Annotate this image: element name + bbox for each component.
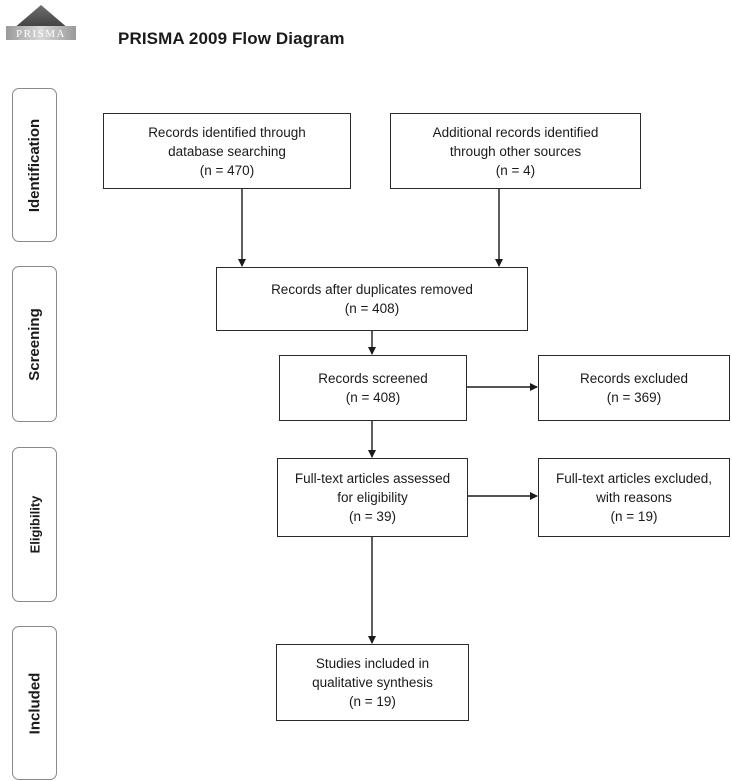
box-line: Studies included in (315, 656, 430, 671)
box-records-excluded: Records excluded (n = 369) (538, 355, 730, 421)
box-additional-records: Additional records identified through ot… (390, 113, 641, 189)
box-line: for eligibility (337, 490, 408, 505)
box-line: Additional records identified (432, 124, 599, 140)
box-line: qualitative synthesis (312, 675, 433, 690)
box-after-duplicates: Records after duplicates removed (n = 40… (216, 267, 528, 331)
box-line: (n = 369) (606, 390, 662, 405)
prisma-logo: PRISMA (6, 4, 76, 40)
box-line: (n = 19) (349, 694, 396, 709)
box-records-identified: Records identified through database sear… (103, 113, 351, 189)
box-line: Full-text articles assessed (294, 471, 451, 486)
box-line: Records screened (318, 371, 428, 386)
stage-identification: Identification (12, 88, 57, 242)
box-studies-included: Studies included in qualitative synthesi… (276, 644, 469, 721)
box-line: through other sources (449, 143, 582, 159)
page-title: PRISMA 2009 Flow Diagram (118, 29, 345, 48)
box-line: Records after duplicates removed (271, 282, 473, 297)
box-line: with reasons (596, 490, 672, 505)
box-line: Records excluded (579, 371, 689, 386)
logo-text: PRISMA (16, 28, 66, 40)
box-records-screened: Records screened (n = 408) (279, 355, 467, 421)
box-line: (n = 408) (344, 301, 400, 316)
box-line: Full-text articles excluded, (555, 471, 713, 486)
box-line: (n = 4) (495, 162, 536, 178)
box-line: (n = 408) (345, 390, 401, 405)
box-line: database searching (168, 143, 286, 159)
box-fulltext-assessed: Full-text articles assessed for eligibil… (277, 458, 468, 537)
stage-included: Included (12, 626, 57, 780)
box-line: (n = 19) (610, 509, 658, 524)
box-line: (n = 470) (199, 162, 255, 178)
box-line: Records identified through (148, 124, 306, 140)
box-line: (n = 39) (349, 509, 396, 524)
stage-screening: Screening (12, 266, 57, 422)
box-fulltext-excluded: Full-text articles excluded, with reason… (538, 458, 730, 537)
stage-eligibility: Eligibility (12, 447, 57, 602)
